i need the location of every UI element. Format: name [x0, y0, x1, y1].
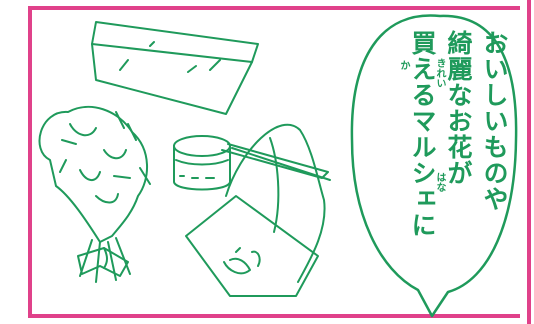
speech-bubble-outline — [350, 14, 518, 318]
tote-bag-icon — [185, 123, 326, 297]
jar-icon — [173, 135, 329, 191]
furigana-kirei: きれい — [434, 58, 445, 88]
lunchbox-icon — [91, 21, 259, 115]
bubble-line-2: 綺麗なお花が — [444, 30, 473, 186]
bouquet-icon — [38, 105, 151, 283]
bubble-line-3: 買えるマルシェに — [408, 30, 437, 238]
speech-bubble-text: おいしいものや 綺麗なお花が 買えるマルシェに — [372, 30, 512, 280]
panel-frame — [28, 6, 520, 318]
bubble-line-1: おいしいものや — [480, 30, 509, 212]
furigana-ka: か — [398, 60, 409, 70]
adjacent-panel-edge — [527, 0, 534, 324]
baguette-icon — [231, 147, 331, 181]
furigana-hana: はな — [434, 172, 445, 192]
